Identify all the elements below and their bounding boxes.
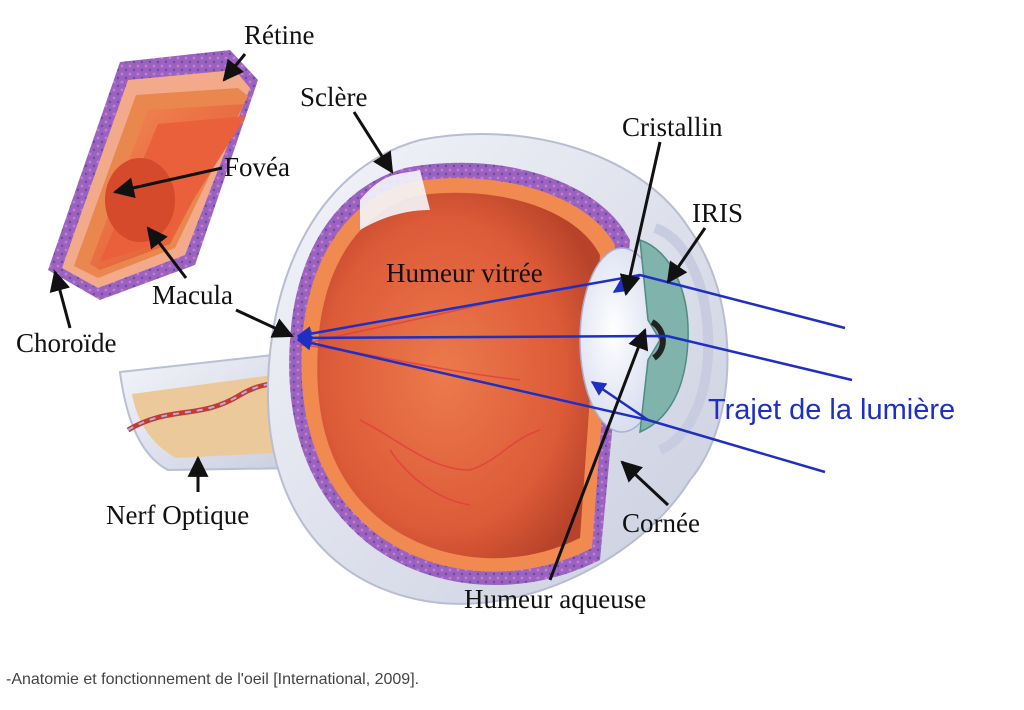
- pointer-retine: [222, 53, 247, 82]
- figure-caption: -Anatomie et fonctionnement de l'oeil [I…: [6, 671, 420, 688]
- label-choroide: Choroïde: [16, 328, 117, 358]
- eye-globe: [266, 133, 729, 605]
- label-cristallin: Cristallin: [622, 112, 723, 142]
- label-cornee: Cornée: [622, 508, 700, 538]
- cornea: [653, 223, 714, 455]
- pointer-sclere: [352, 111, 394, 174]
- label-macula: Macula: [152, 280, 233, 310]
- pointer-cornee: [620, 460, 670, 507]
- pointer-macula: [235, 308, 294, 338]
- pointer-iris: [666, 227, 707, 284]
- light-ray-middle: [296, 330, 853, 382]
- label-iris: IRIS: [692, 198, 744, 228]
- fovea-pit: [105, 158, 175, 242]
- label-retine: Rétine: [244, 20, 315, 50]
- label-fovea: Fovéa: [224, 152, 290, 182]
- label-nerf-optique: Nerf Optique: [106, 500, 250, 530]
- label-humeur-vitree: Humeur vitrée: [386, 258, 543, 288]
- pointer-fovea: [112, 166, 223, 199]
- pointer-macula-inset: [146, 226, 188, 279]
- label-sclere: Sclère: [300, 82, 368, 112]
- label-humeur-aqueuse: Humeur aqueuse: [464, 584, 647, 614]
- pointer-choroide: [49, 269, 72, 329]
- pointer-humeur-aqueuse: [548, 328, 649, 581]
- pointer-arrows: [49, 53, 707, 581]
- pointer-cristallin: [619, 141, 662, 297]
- label-trajet-lumiere: Trajet de la lumière: [708, 394, 956, 426]
